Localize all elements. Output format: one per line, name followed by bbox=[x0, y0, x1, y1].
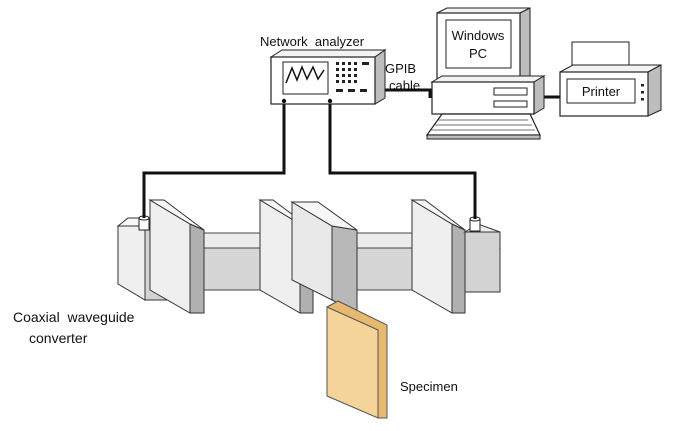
printer-label: Printer bbox=[582, 84, 621, 99]
rf-cables bbox=[142, 104, 477, 219]
coaxial-converter-right bbox=[463, 223, 501, 293]
network-analyzer bbox=[269, 49, 387, 105]
pc-keyboard bbox=[425, 113, 541, 136]
rf-cable-right bbox=[328, 104, 477, 219]
specimen-sheet bbox=[326, 300, 388, 419]
analyzer-screen bbox=[282, 61, 329, 95]
coaxial-converter-label-line2: converter bbox=[29, 330, 88, 346]
gpib-cable-label-line1: GPIB bbox=[385, 61, 416, 76]
coax-connector-right bbox=[469, 216, 481, 232]
analyzer-keypad bbox=[336, 62, 367, 92]
flange-left bbox=[148, 199, 205, 314]
gpib-cable-label-line2: cable bbox=[389, 78, 420, 93]
gpib-cable bbox=[378, 88, 432, 98]
windows-pc-label-line2: PC bbox=[469, 46, 487, 61]
rf-cable-left bbox=[142, 104, 286, 218]
analyzer-waveform bbox=[285, 64, 325, 84]
windows-pc bbox=[425, 7, 546, 140]
printer bbox=[559, 41, 662, 117]
pc-system-unit bbox=[431, 81, 535, 115]
flange-right bbox=[410, 199, 466, 314]
pc-screen bbox=[445, 19, 512, 69]
coaxial-converter-label-line1: Coaxial waveguide bbox=[13, 309, 135, 325]
coax-connector-left bbox=[138, 215, 150, 231]
flange-middle-right bbox=[290, 201, 358, 314]
specimen-label: Specimen bbox=[400, 379, 458, 394]
network-analyzer-label: Network analyzer bbox=[260, 34, 365, 49]
windows-pc-label-line1: Windows bbox=[452, 28, 505, 43]
